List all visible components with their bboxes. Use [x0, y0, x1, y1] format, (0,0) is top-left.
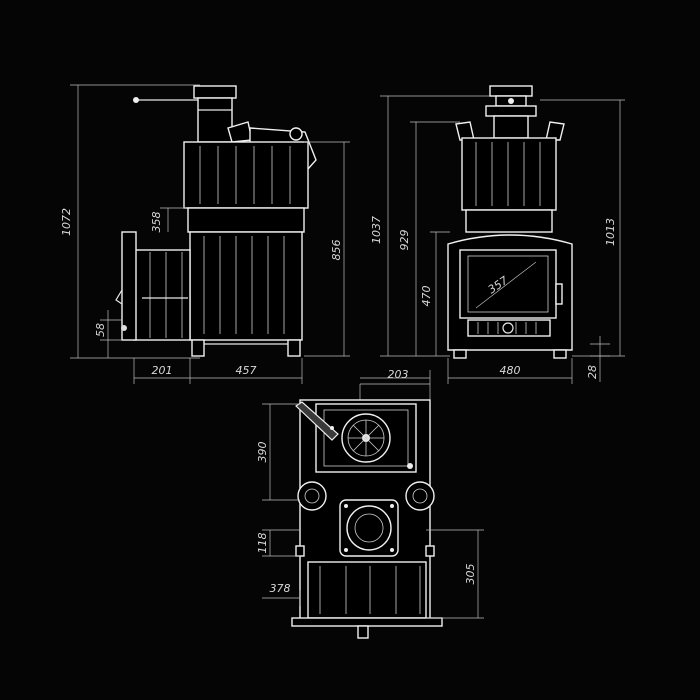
dim-plan-width-left: 378: [270, 582, 291, 595]
stove-body: [189, 231, 303, 341]
dim-side-total: 1072: [60, 208, 73, 236]
dim-side-bottom: 58: [94, 323, 107, 337]
dim-front-width: 480: [500, 364, 521, 377]
plan-front-plate: [291, 617, 443, 627]
dim-side-body: 856: [330, 240, 343, 261]
dim-plan-depth: 390: [256, 442, 269, 463]
plan-tunnel: [307, 561, 427, 619]
dim-front-door: 470: [420, 286, 433, 307]
dim-front-right: 1013: [604, 218, 617, 246]
tunnel-door: [121, 231, 137, 341]
damper-lever: [295, 401, 339, 441]
ash-grate: [467, 319, 551, 337]
front-chimney-cap: [489, 85, 533, 97]
port-left: [297, 481, 327, 511]
chimney-cap: [193, 85, 237, 99]
dim-front-top: 1037: [370, 216, 383, 244]
dim-side-tank: 358: [150, 212, 163, 233]
side-view: 1072 358 856 58 201 457: [60, 84, 350, 384]
flue-pipe: [346, 505, 392, 551]
dim-plan-rear: 305: [464, 564, 477, 585]
port-right: [405, 481, 435, 511]
front-view: 357 1037 929 470 1013 480 28: [360, 85, 625, 384]
dim-side-front-depth: 201: [152, 364, 173, 377]
dim-side-body-depth: 457: [236, 364, 257, 377]
dim-front-mid: 929: [398, 230, 411, 251]
dim-front-base: 28: [586, 365, 599, 379]
plan-view: 203: [256, 368, 484, 639]
fire-tunnel: [133, 249, 191, 341]
door-glass: [459, 249, 557, 319]
dim-plan-mid: 118: [256, 533, 269, 554]
water-tank: [183, 141, 309, 209]
dim-plan-top: 203: [388, 368, 409, 381]
